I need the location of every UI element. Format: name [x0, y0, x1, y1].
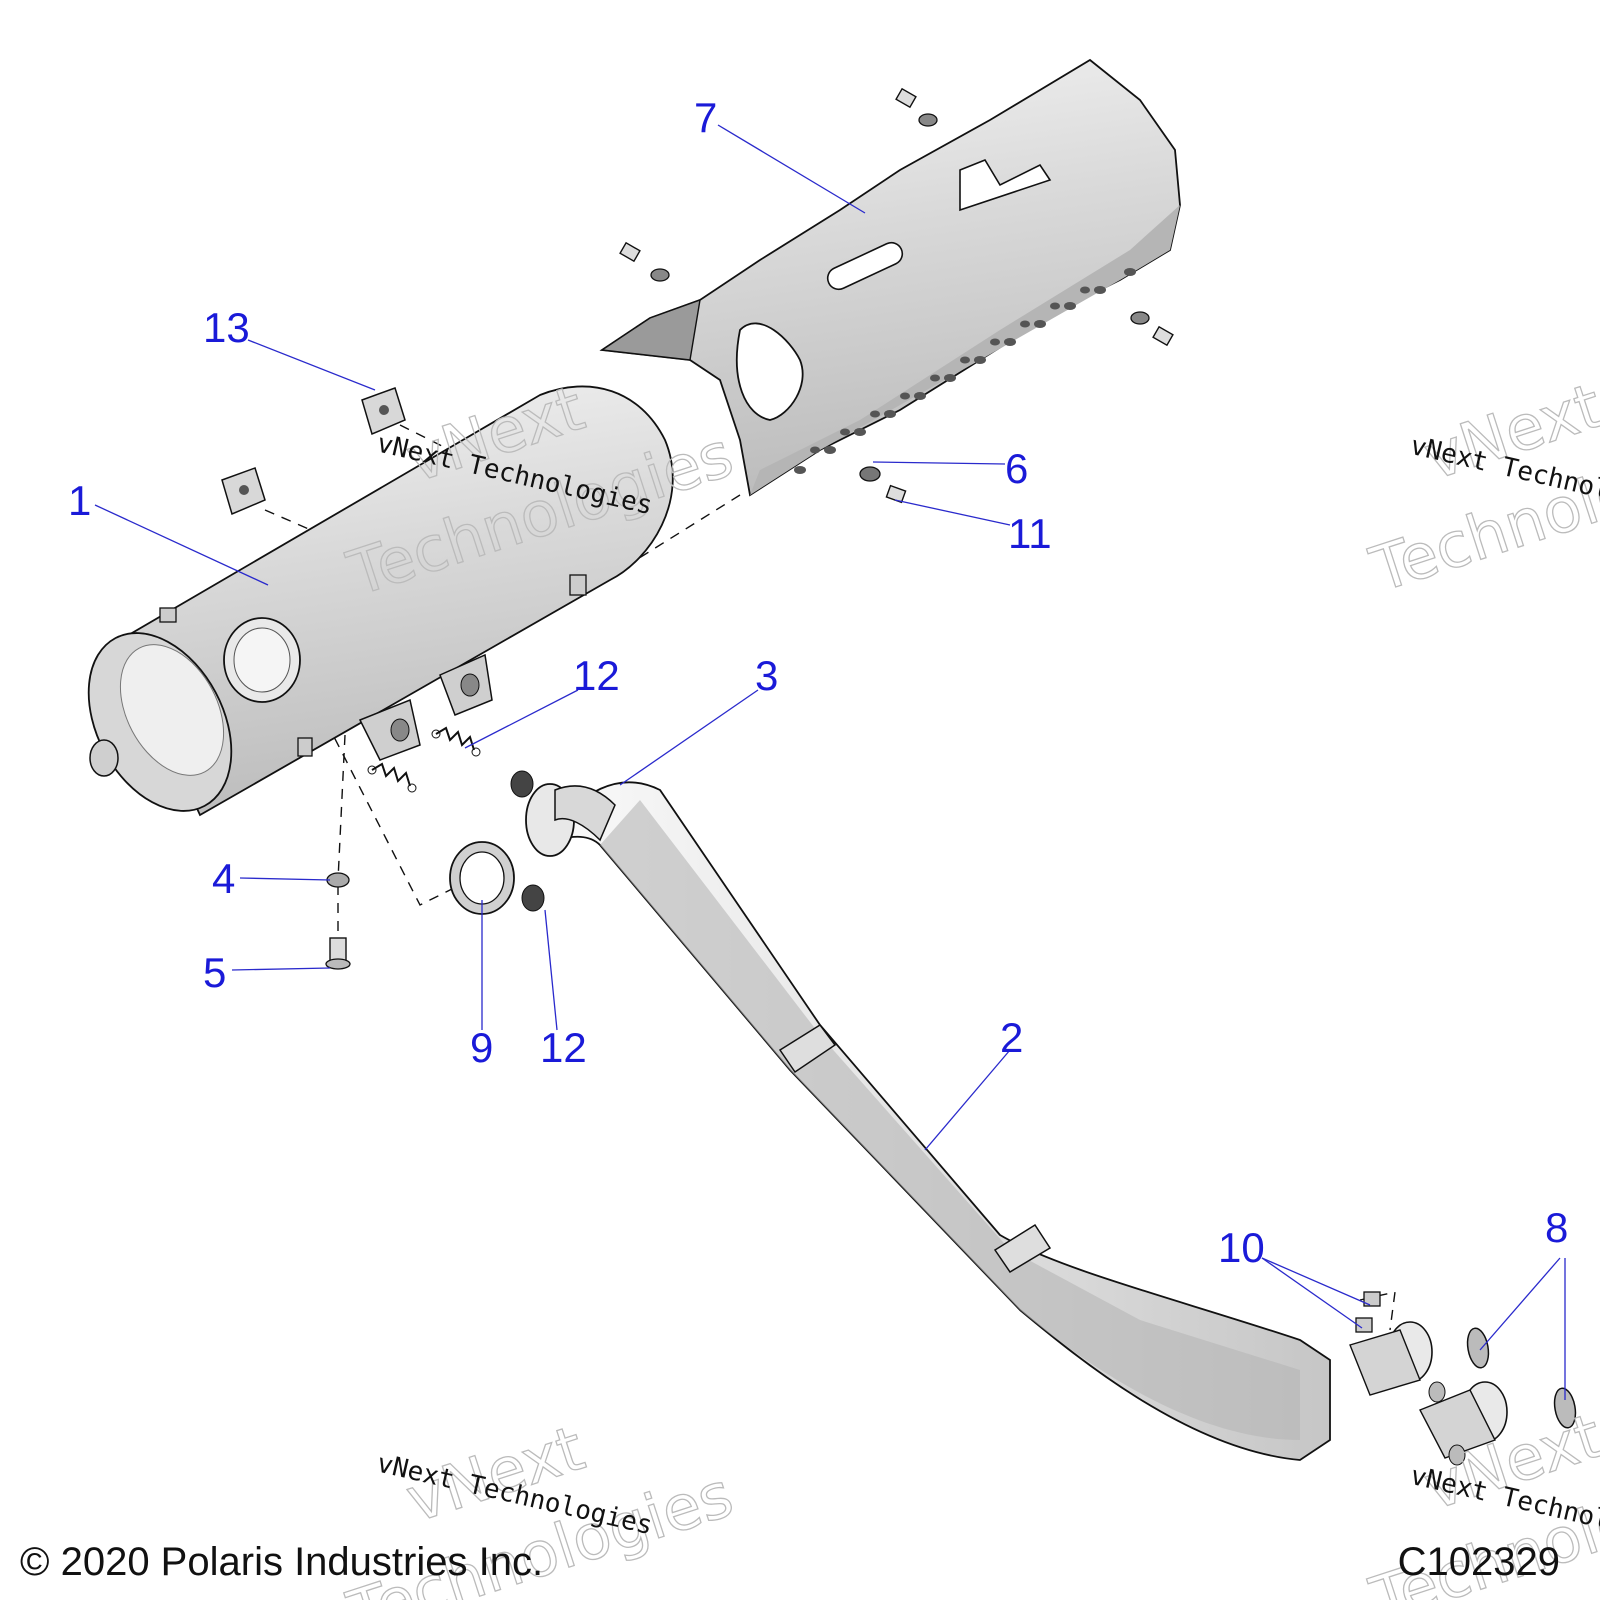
gasket-9: [449, 841, 515, 915]
spring-coil-bottom: [521, 884, 545, 912]
spring-lower: [367, 762, 417, 793]
callout-10: 10: [1218, 1224, 1265, 1271]
drawing-number: C102329: [1397, 1540, 1560, 1584]
nut-10-upper: [1363, 1291, 1381, 1307]
callout-3: 3: [755, 652, 778, 699]
washer-4: [326, 872, 350, 888]
isolator-upper: [361, 387, 406, 436]
isolator-lower: [221, 467, 266, 516]
nut-10-lower: [1355, 1317, 1373, 1333]
spring-coil-top: [510, 770, 534, 798]
gasket-8-upper: [1466, 1327, 1490, 1369]
callout-12-upper: 12: [573, 652, 620, 699]
muffler: [87, 385, 674, 817]
callout-1: 1: [68, 477, 91, 524]
heat-shield: [599, 58, 1181, 497]
shield-bolt-right: [1130, 311, 1174, 347]
callouts: 7 13 1 6 11 12 3 4 5 9 12 2 10 8: [68, 94, 1568, 1271]
gasket-8-lower: [1553, 1387, 1577, 1429]
callout-7: 7: [694, 94, 717, 141]
washer-6: [859, 466, 881, 482]
leader-lines: [94, 124, 1566, 1400]
copyright-notice: © 2020 Polaris Industries Inc.: [20, 1540, 544, 1584]
callout-6: 6: [1005, 445, 1028, 492]
bolt-5: [325, 937, 351, 970]
bolt-11: [885, 484, 907, 504]
shield-bolt-top: [895, 87, 938, 127]
spring-upper: [431, 726, 481, 757]
callout-11: 11: [1008, 510, 1052, 557]
shield-holes: [794, 268, 1136, 474]
callout-2: 2: [1000, 1014, 1023, 1061]
shield-bolt-left: [619, 241, 670, 282]
callout-12-lower: 12: [540, 1024, 587, 1071]
callout-13: 13: [203, 304, 250, 351]
callout-5: 5: [203, 949, 226, 996]
callout-9: 9: [470, 1024, 493, 1071]
callout-8: 8: [1545, 1204, 1568, 1251]
callout-4: 4: [212, 855, 235, 902]
exhaust-pipe: [525, 781, 1508, 1466]
